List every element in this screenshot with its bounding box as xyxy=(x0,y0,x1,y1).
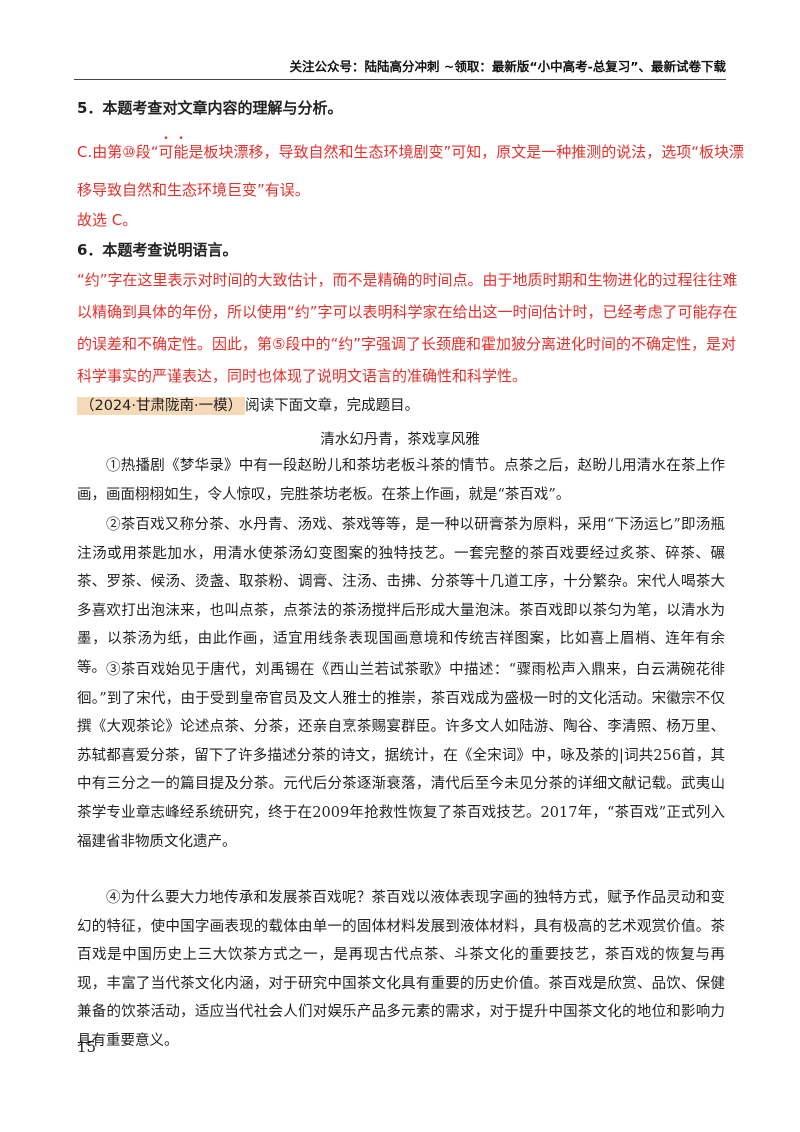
q6-heading: 6．本题考查说明语言。 xyxy=(77,241,238,259)
article-paragraph-4: ④为什么要大力地传承和发展茶百戏呢？茶百戏以液体表现字画的独特方式，赋予作品灵动… xyxy=(77,884,725,1056)
q6-explanation-line-3: 的误差和不确定性。因此，第⑤段中的“约”字强调了长颈鹿和霍加狓分离进化时间的不确… xyxy=(77,335,736,353)
q6-explanation-line-1: “约”字在这里表示对时间的大致估计，而不是精确的时间点。由于地质时期和生物进化的… xyxy=(77,271,738,289)
paragraph-text: ④为什么要大力地传承和发展茶百戏呢？茶百戏以液体表现字画的独特方式，赋予作品灵动… xyxy=(77,890,725,1049)
article-paragraph-1: ①热播剧《梦华录》中有一段赵盼儿和茶坊老板斗茶的情节。点茶之后，赵盼儿用清水在茶… xyxy=(77,452,725,509)
emphasis-dot-icon: • xyxy=(163,134,169,144)
q5-explanation-line-1: C.由第⑩段“•可•能是板块漂移，导致自然和生态环境剧变”可知，原文是一种推测的… xyxy=(77,135,745,162)
instruction-text: 阅读下面文章，完成题目。 xyxy=(245,398,420,414)
q5-line1-part-a: C.由第⑩段“ xyxy=(77,143,159,161)
emphasis-char-1: •可 xyxy=(158,135,174,162)
question-intro: （2024·甘肃陇南·一模）阅读下面文章，完成题目。 xyxy=(77,396,419,416)
q6-explanation-line-2: 以精确到具体的年份，所以使用“约”字可以表明科学家在给出这一时间估计时，已经考虑… xyxy=(77,303,738,321)
emphasis-char-text-1: 可 xyxy=(158,143,174,161)
q5-heading: 5．本题考查对文章内容的理解与分析。 xyxy=(77,99,343,117)
emphasis-char-2: •能 xyxy=(173,135,189,162)
q5-explanation-line-2: 移导致自然和生态环境巨变”有误。 xyxy=(77,181,310,199)
q6-explanation-line-4: 科学事实的严谨表达，同时也体现了说明文语言的准确性和科学性。 xyxy=(77,367,528,385)
source-tag: （2024·甘肃陇南·一模） xyxy=(77,397,246,415)
page-number: 15 xyxy=(77,1038,97,1056)
article-paragraph-3: ③茶百戏始见于唐代，刘禹锡在《西山兰若试茶歌》中描述：“骤雨松声入鼎来，白云满碗… xyxy=(77,656,725,856)
emphasis-char-text-2: 能 xyxy=(173,143,189,161)
article-title: 清水幻丹青，茶戏享风雅 xyxy=(320,432,480,448)
q5-choice: 故选 C。 xyxy=(77,211,138,229)
article-paragraph-2: ②茶百戏又称分茶、水丹青、汤戏、茶戏等等，是一种以研膏茶为原料，采用“下汤运匕”… xyxy=(77,511,725,683)
paragraph-text: ③茶百戏始见于唐代，刘禹锡在《西山兰若试茶歌》中描述：“骤雨松声入鼎来，白云满碗… xyxy=(77,662,725,850)
q5-line1-part-b: 是板块漂移，导致自然和生态环境剧变”可知，原文是一种推测的说法，选项“板块漂 xyxy=(188,143,745,161)
emphasis-dot-icon: • xyxy=(178,134,184,144)
page-header: 关注公众号：陆陆高分冲刺 ~领取：最新版“小中高考-总复习”、最新试卷下载 xyxy=(289,59,726,74)
paragraph-text: ②茶百戏又称分茶、水丹青、汤戏、茶戏等等，是一种以研膏茶为原料，采用“下汤运匕”… xyxy=(77,517,725,676)
header-rule xyxy=(74,79,726,80)
paragraph-text: ①热播剧《梦华录》中有一段赵盼儿和茶坊老板斗茶的情节。点茶之后，赵盼儿用清水在茶… xyxy=(77,458,725,503)
